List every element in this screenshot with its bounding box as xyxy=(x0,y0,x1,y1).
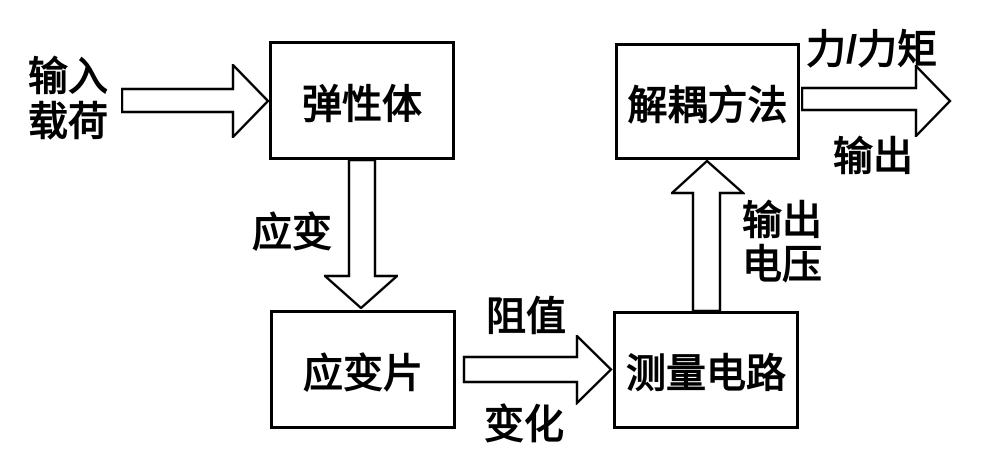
resistance-change-arrow-right-icon xyxy=(462,335,613,405)
label-resistance-line1: 阻值 xyxy=(486,295,566,339)
force-torque-output-arrow-right-icon xyxy=(801,65,952,137)
node-decoupling-method-label: 解耦方法 xyxy=(627,83,788,128)
node-measurement-circuit: 测量电路 xyxy=(613,311,799,429)
node-elastic-body: 弹性体 xyxy=(269,41,455,160)
label-force-torque: 力/力矩 xyxy=(806,28,938,72)
label-input-load-line2: 载荷 xyxy=(28,100,108,144)
node-decoupling-method: 解耦方法 xyxy=(615,43,800,160)
node-strain-gauge-label: 应变片 xyxy=(303,351,423,396)
label-strain: 应变 xyxy=(252,211,332,255)
strain-arrow-down-icon xyxy=(324,159,398,309)
label-resistance-line2: 变化 xyxy=(484,403,564,447)
label-output-voltage-line1: 输出 xyxy=(742,199,822,243)
node-measurement-circuit-label: 测量电路 xyxy=(626,352,786,396)
label-output: 输出 xyxy=(833,135,913,179)
output-voltage-arrow-up-icon xyxy=(671,160,745,312)
label-output-voltage: 输出 电压 xyxy=(740,199,824,287)
node-strain-gauge: 应变片 xyxy=(270,310,456,429)
input-load-arrow-right-icon xyxy=(121,64,269,138)
label-input-load: 输入 载荷 xyxy=(26,55,110,145)
node-elastic-body-label: 弹性体 xyxy=(302,82,422,127)
label-input-load-line1: 输入 xyxy=(28,55,108,99)
label-output-voltage-line2: 电压 xyxy=(742,243,822,287)
